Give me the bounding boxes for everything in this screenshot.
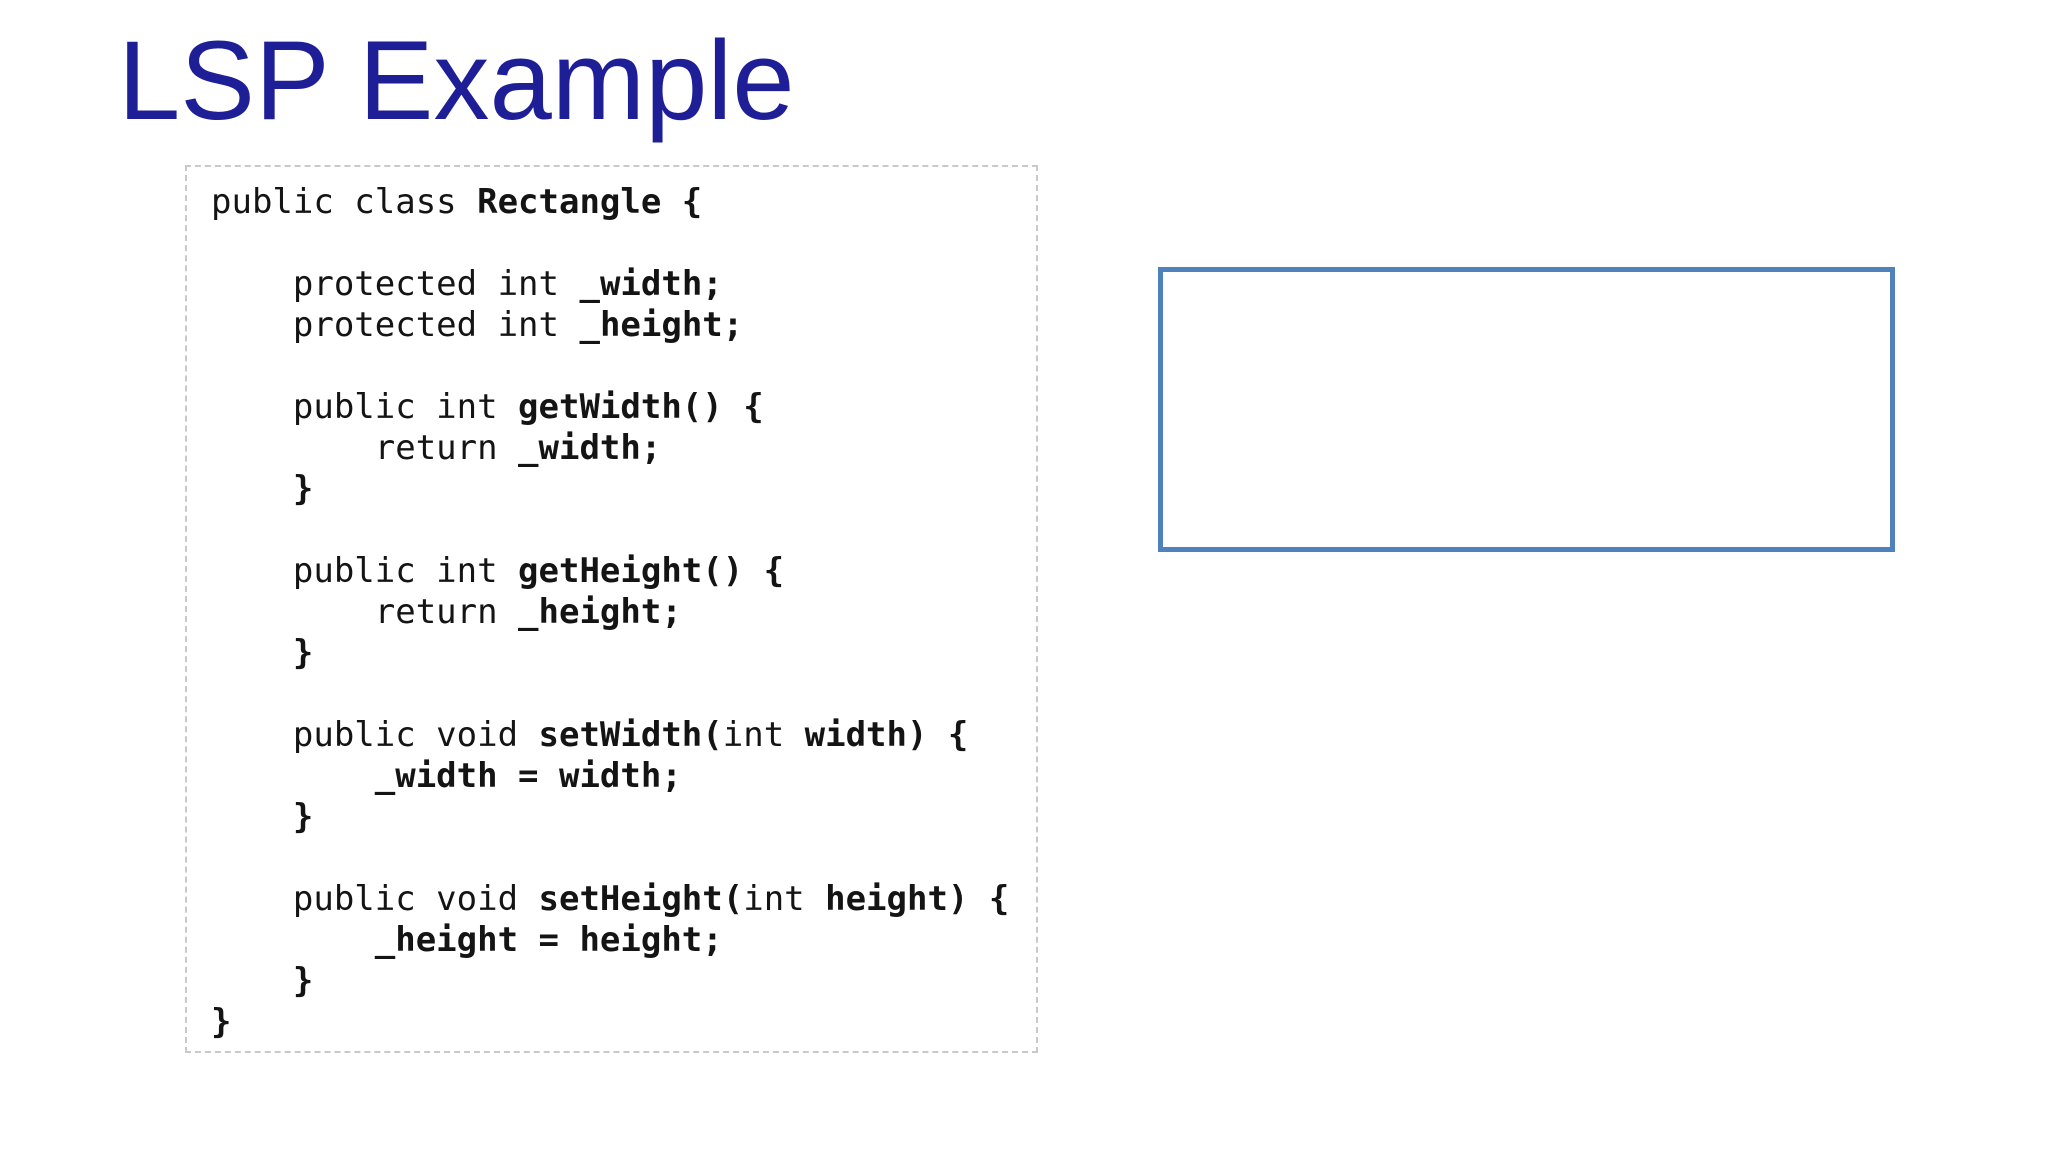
code-segment [211, 961, 293, 1001]
code-segment-bold: } [211, 1002, 232, 1042]
code-segment [211, 797, 293, 837]
code-line: protected int _height; [211, 305, 1028, 346]
code-segment-bold: height) { [804, 879, 1010, 919]
code-segment: return [211, 428, 519, 468]
code-line [211, 346, 1028, 387]
code-segment: public class [211, 182, 478, 222]
code-line: public int getHeight() { [211, 551, 1028, 592]
code-segment: return [211, 592, 519, 632]
code-segment-bold: _width = width; [374, 756, 682, 796]
code-segment: public void [211, 879, 539, 919]
code-line [211, 510, 1028, 551]
code-segment-bold: _width; [518, 428, 662, 468]
code-line [211, 223, 1028, 264]
code-line: } [211, 1002, 1028, 1043]
code-segment-bold: } [292, 961, 314, 1001]
code-line: return _height; [211, 592, 1028, 633]
page-title: LSP Example [118, 18, 795, 143]
code-segment-bold: } [292, 633, 314, 673]
code-line: } [211, 633, 1028, 674]
code-segment-bold: getHeight() { [518, 551, 785, 591]
empty-rectangle-shape [1158, 267, 1895, 552]
code-segment-bold: _width; [579, 264, 723, 304]
code-segment: public int [211, 387, 519, 427]
code-line: public class Rectangle { [211, 182, 1028, 223]
code-line: public int getWidth() { [211, 387, 1028, 428]
code-segment-bold: _height; [518, 592, 682, 632]
code-segment-bold: setWidth( [538, 715, 723, 755]
code-segment: public int [211, 551, 519, 591]
code-block-rectangle-class: public class Rectangle { protected int _… [185, 165, 1038, 1053]
code-line: return _width; [211, 428, 1028, 469]
code-segment [211, 469, 293, 509]
code-line: public void setWidth(int width) { [211, 715, 1028, 756]
code-segment: int [743, 879, 805, 919]
code-segment [211, 756, 375, 796]
code-segment: protected int [211, 305, 580, 345]
code-segment-bold: } [292, 797, 314, 837]
code-line [211, 838, 1028, 879]
code-segment-bold: setHeight( [538, 879, 744, 919]
code-segment-bold: width) { [784, 715, 969, 755]
code-segment: public void [211, 715, 539, 755]
code-segment [211, 920, 375, 960]
code-line: } [211, 469, 1028, 510]
code-segment-bold: _height = height; [374, 920, 723, 960]
code-segment: protected int [211, 264, 580, 304]
code-line: protected int _width; [211, 264, 1028, 305]
code-line: } [211, 961, 1028, 1002]
code-segment [211, 633, 293, 673]
code-segment-bold: Rectangle { [477, 182, 703, 222]
code-segment-bold: _height; [579, 305, 744, 345]
code-line: _width = width; [211, 756, 1028, 797]
code-segment-bold: getWidth() { [518, 387, 764, 427]
code-line [211, 674, 1028, 715]
code-line: public void setHeight(int height) { [211, 879, 1028, 920]
code-line: _height = height; [211, 920, 1028, 961]
code-segment: int [722, 715, 785, 755]
code-line: } [211, 797, 1028, 838]
code-content: public class Rectangle { protected int _… [211, 182, 1028, 1043]
code-segment-bold: } [292, 469, 314, 509]
